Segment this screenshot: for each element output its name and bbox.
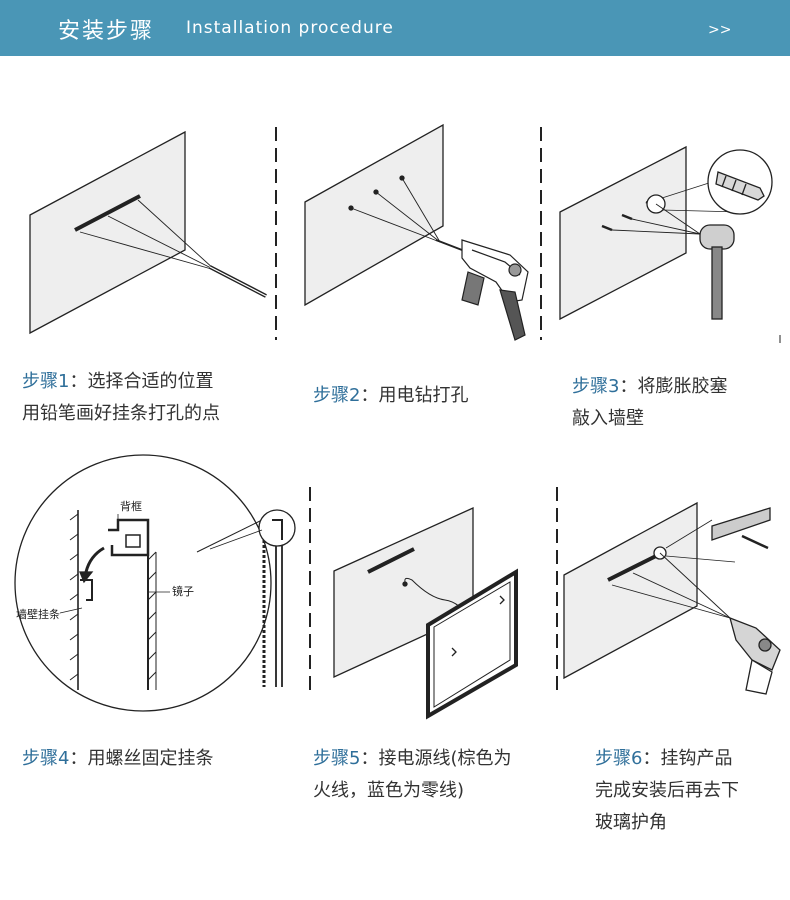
header-title-cn: 安装步骤 <box>58 19 155 44</box>
cordless-drill-icon <box>729 616 781 695</box>
step5-caption: 步骤5：接电源线(棕色为 火线，蓝色为零线) <box>313 743 511 807</box>
step6-caption: 步骤6：挂钩产品 完成安装后再去下 玻璃护角 <box>595 743 739 839</box>
step1-illustration <box>29 130 267 335</box>
hanging-strip-5 <box>367 547 415 574</box>
arrow-curve <box>84 546 105 573</box>
step4-caption: 步骤4：用螺丝固定挂条 <box>22 743 213 775</box>
wall-panel-1 <box>29 130 186 335</box>
step1-label: 步骤1 <box>22 371 70 392</box>
step2-label: 步骤2 <box>313 385 361 406</box>
step5-illustration <box>333 506 518 720</box>
step1-text-1: ：选择合适的位置 <box>69 371 214 392</box>
label-back-frame: 背框 <box>120 500 142 513</box>
step6-label: 步骤6 <box>595 748 643 769</box>
header-title-en: Installation procedure <box>186 18 394 38</box>
step3-text-2: 敲入墙壁 <box>572 408 644 429</box>
step4-illustration <box>14 454 296 712</box>
led-mirror-icon <box>426 568 518 720</box>
wall-panel-2 <box>304 123 444 307</box>
step3-label: 步骤3 <box>572 376 620 397</box>
wall-panel-3 <box>559 145 687 321</box>
detail-circle <box>14 454 272 712</box>
step6-text-3: 玻璃护角 <box>595 812 667 833</box>
step1-caption: 步骤1：选择合适的位置 用铅笔画好挂条打孔的点 <box>22 366 220 430</box>
pencil-icon <box>209 265 267 298</box>
step6-text-2: 完成安装后再去下 <box>595 780 739 801</box>
step3-illustration <box>559 145 773 321</box>
step1-text-2: 用铅笔画好挂条打孔的点 <box>22 403 220 424</box>
drill-icon <box>435 239 529 341</box>
screw-icon <box>711 507 771 550</box>
label-wall-strip: 墙壁挂条 <box>16 608 60 621</box>
header-banner: 安装步骤 Installation procedure >> <box>0 0 790 56</box>
step6-text-1: ：挂钩产品 <box>642 748 733 769</box>
step2-text-1: ：用电钻打孔 <box>360 385 469 406</box>
hammer-icon <box>699 224 735 320</box>
label-mirror: 镜子 <box>172 585 194 598</box>
step3-caption: 步骤3：将膨胀胶塞 敲入墙壁 <box>572 371 727 435</box>
step5-text-1: ：接电源线(棕色为 <box>360 748 512 769</box>
more-arrows-icon[interactable]: >> <box>708 22 732 38</box>
step4-text-1: ：用螺丝固定挂条 <box>69 748 214 769</box>
step3-text-1: ：将膨胀胶塞 <box>619 376 728 397</box>
step2-caption: 步骤2：用电钻打孔 <box>313 380 468 412</box>
step2-illustration <box>304 123 529 341</box>
step6-illustration <box>563 501 781 695</box>
step5-label: 步骤5 <box>313 748 361 769</box>
step5-text-2: 火线，蓝色为零线) <box>313 780 465 801</box>
hanging-strip-1 <box>74 194 141 232</box>
back-frame <box>108 518 150 557</box>
anchor-plug-icon <box>715 171 765 201</box>
step4-label: 步骤4 <box>22 748 70 769</box>
